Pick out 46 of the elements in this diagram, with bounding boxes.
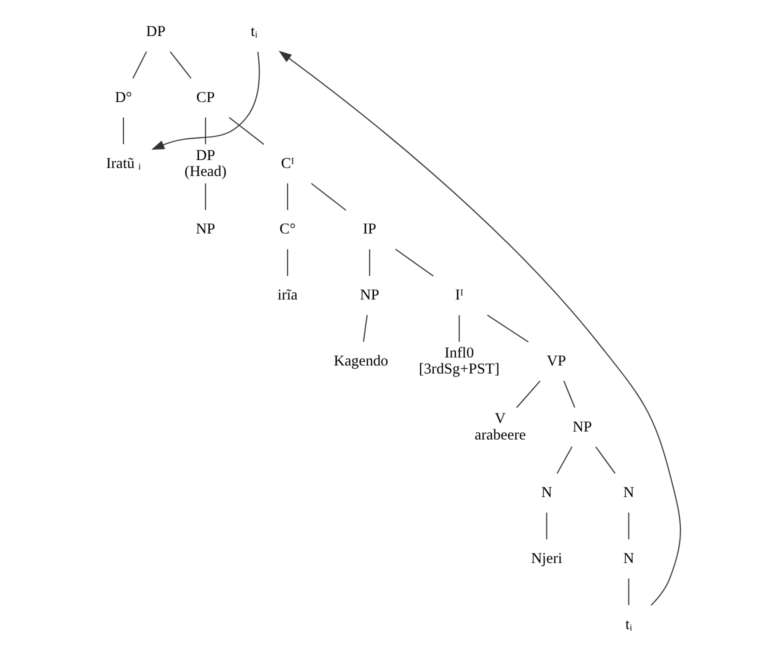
connector	[204, 118, 206, 144]
connector	[594, 446, 616, 474]
arrow	[278, 50, 680, 606]
node-text: N	[622, 485, 634, 502]
connector	[204, 183, 206, 210]
connector	[132, 51, 146, 79]
node-text: Iᴵ	[454, 288, 463, 304]
connector	[562, 380, 575, 408]
node-text: Cᴵ	[280, 156, 294, 172]
node-text: Kagendo	[333, 353, 388, 370]
node-text: N	[622, 550, 634, 567]
connector	[394, 248, 434, 277]
connector	[368, 249, 370, 276]
connector	[546, 512, 547, 540]
connector	[556, 446, 572, 474]
connector	[458, 315, 460, 342]
node-text: Njeri	[530, 550, 562, 567]
connector	[286, 183, 288, 210]
connector	[628, 512, 629, 540]
node-text: V arabeere	[474, 411, 526, 444]
node-text: tᵢ	[624, 616, 632, 633]
node-text: IP	[362, 222, 376, 238]
arrow	[150, 52, 260, 150]
connector	[310, 182, 346, 211]
node-text: irĩa	[276, 288, 298, 304]
connector	[628, 578, 629, 606]
node-text: Iratũ ᵢ	[106, 156, 140, 172]
node-text: DP (Head)	[184, 148, 226, 180]
node-text: tᵢ	[250, 24, 257, 40]
connector	[228, 117, 264, 145]
node-text: CP	[196, 90, 214, 106]
connector	[362, 315, 368, 342]
connector	[486, 314, 528, 342]
node-text: D°	[114, 90, 132, 106]
node-text: Infl0 [3rdSg+PST]	[418, 345, 500, 378]
node-text: VP	[546, 353, 566, 370]
node-text: NP	[572, 419, 592, 436]
node-text: NP	[359, 288, 379, 304]
node-text: N	[540, 485, 552, 502]
node-text: C°	[279, 222, 296, 238]
connector	[169, 51, 191, 79]
node-text: DP	[146, 24, 166, 40]
connector	[516, 380, 540, 408]
connector	[286, 249, 288, 276]
connector	[122, 118, 124, 144]
node-text: NP	[195, 222, 215, 238]
